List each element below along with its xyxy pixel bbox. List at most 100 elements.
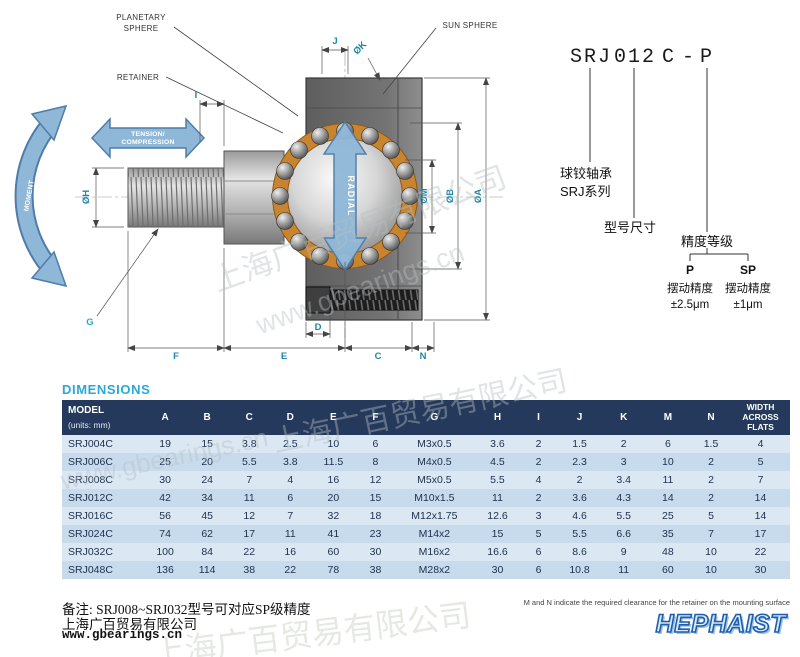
value-cell: 24: [201, 474, 213, 487]
value-cell: 20: [201, 456, 213, 469]
value-cell: 2: [535, 456, 542, 469]
value-cell: M16x2: [418, 546, 451, 559]
value-cell: 84: [201, 546, 213, 559]
value-cell: 42: [159, 492, 171, 505]
value-cell: 15: [369, 492, 382, 505]
col-header-model: MODEL (units: mm): [62, 400, 145, 436]
part-code-leaders: [589, 68, 749, 261]
value-cell: 22: [243, 546, 256, 559]
value-cell: 17: [754, 528, 767, 541]
value-cell: 30: [754, 564, 767, 577]
value-cell: 9: [620, 546, 627, 559]
col-header-b: B: [186, 400, 229, 436]
dim-label-h: ØH: [81, 190, 92, 204]
value-cell: 74: [159, 528, 171, 541]
value-cell: 25: [159, 456, 171, 469]
dimensions-heading: DIMENSIONS: [62, 382, 151, 397]
value-cell: M5x0.5: [417, 474, 452, 487]
value-cell: 5.5: [241, 456, 257, 469]
value-cell: 10: [662, 456, 674, 469]
part-code-series: SRJ: [570, 46, 612, 69]
value-cell: 6: [287, 492, 294, 505]
value-cell: M14x2: [418, 528, 451, 541]
value-cell: 15: [201, 438, 213, 451]
series-label-line2: SRJ系列: [560, 184, 611, 199]
value-cell: 3: [535, 510, 542, 523]
col-header-d: D: [270, 400, 311, 436]
col-header-h: H: [474, 400, 521, 436]
value-cell: 1.5: [703, 438, 719, 451]
value-cell: 11: [618, 564, 630, 577]
series-label-line1: 球铰轴承: [560, 166, 612, 181]
dim-label-j: J: [332, 36, 337, 47]
value-cell: 5: [535, 528, 542, 541]
value-cell: 3.8: [241, 438, 257, 451]
value-cell: 7: [708, 528, 714, 541]
value-cell: 30: [491, 564, 504, 577]
footnote-en: M and N indicate the required clearance …: [523, 598, 790, 607]
value-cell: 2: [708, 474, 714, 487]
value-cell: 136: [156, 564, 174, 577]
model-cell: SRJ006C: [68, 456, 113, 469]
model-cell: SRJ016C: [68, 510, 113, 523]
dim-label-k: ØK: [351, 39, 369, 57]
units-note: (units: mm): [68, 419, 111, 430]
value-cell: 60: [327, 546, 340, 559]
value-cell: 7: [757, 474, 764, 487]
value-cell: 3: [620, 456, 627, 469]
planetary-sphere-label-line1: PLANETARY: [116, 13, 166, 22]
value-cell: 8.6: [572, 546, 587, 559]
value-cell: 2: [708, 456, 714, 469]
value-cell: 22: [284, 564, 297, 577]
value-cell: 15: [491, 528, 504, 541]
dim-label-i: I: [195, 90, 198, 101]
value-cell: 4: [757, 438, 764, 451]
value-cell: 16: [327, 474, 340, 487]
value-cell: 2.5: [282, 438, 298, 451]
planetary-sphere-label-line2: SPHERE: [124, 24, 159, 33]
value-cell: 14: [754, 492, 767, 505]
value-cell: 78: [327, 564, 340, 577]
clamp-bolt: [305, 286, 419, 314]
col-header-g: G: [394, 400, 475, 436]
col-header-e: E: [310, 400, 357, 436]
value-cell: 11: [492, 492, 503, 505]
value-cell: 22: [754, 546, 767, 559]
value-cell: 4.3: [616, 492, 632, 505]
value-cell: 12.6: [487, 510, 508, 523]
value-cell: 6: [664, 438, 671, 451]
value-cell: 10: [705, 546, 717, 559]
dim-label-d: D: [315, 322, 322, 333]
model-cell: SRJ012C: [68, 492, 113, 505]
value-cell: 10: [705, 564, 717, 577]
part-code-type: C: [662, 46, 676, 69]
dim-label-m: ØM: [419, 188, 430, 203]
value-cell: 2: [535, 492, 542, 505]
value-cell: M12x1.75: [411, 510, 458, 523]
value-cell: 4: [287, 474, 294, 487]
tension-label-line1: TENSION/: [131, 131, 165, 138]
value-cell: 16: [284, 546, 297, 559]
value-cell: 12: [243, 510, 256, 523]
part-code-grade: P: [700, 46, 714, 69]
value-cell: 3.6: [490, 438, 505, 451]
value-cell: 35: [662, 528, 674, 541]
value-cell: M3x0.5: [417, 438, 452, 451]
model-cell: SRJ048C: [68, 564, 113, 577]
grade-sp-desc-line1: 摆动精度: [725, 281, 771, 295]
value-cell: 2: [535, 438, 542, 451]
dim-label-n: N: [420, 351, 427, 362]
value-cell: 14: [754, 510, 767, 523]
threaded-shaft: [127, 150, 285, 245]
value-cell: 16.6: [487, 546, 508, 559]
size-label: 型号尺寸: [604, 220, 656, 235]
grade-p-desc-line1: 摆动精度: [667, 281, 713, 295]
dimensions-table: MODEL (units: mm) A B C D E F G H I J K …: [62, 400, 790, 580]
